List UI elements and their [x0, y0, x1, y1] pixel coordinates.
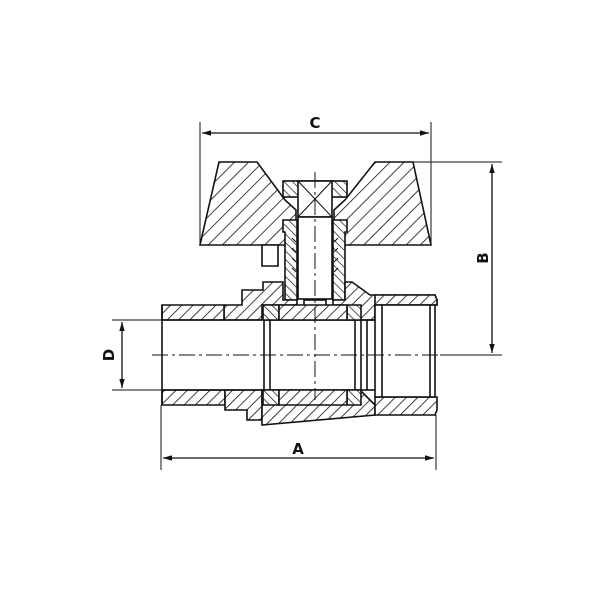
dimension-label-c: C	[309, 114, 320, 132]
dimension-label-b: B	[474, 252, 492, 263]
dimension-c: C	[199, 114, 432, 245]
centerlines	[152, 172, 448, 400]
valve-body	[161, 281, 438, 426]
dimension-label-d: D	[100, 349, 118, 361]
dimension-label-a: A	[292, 440, 304, 458]
dimension-a: A	[160, 405, 437, 470]
dimension-b: B	[412, 161, 502, 356]
handle	[198, 161, 432, 267]
dimension-d: D	[100, 319, 162, 391]
